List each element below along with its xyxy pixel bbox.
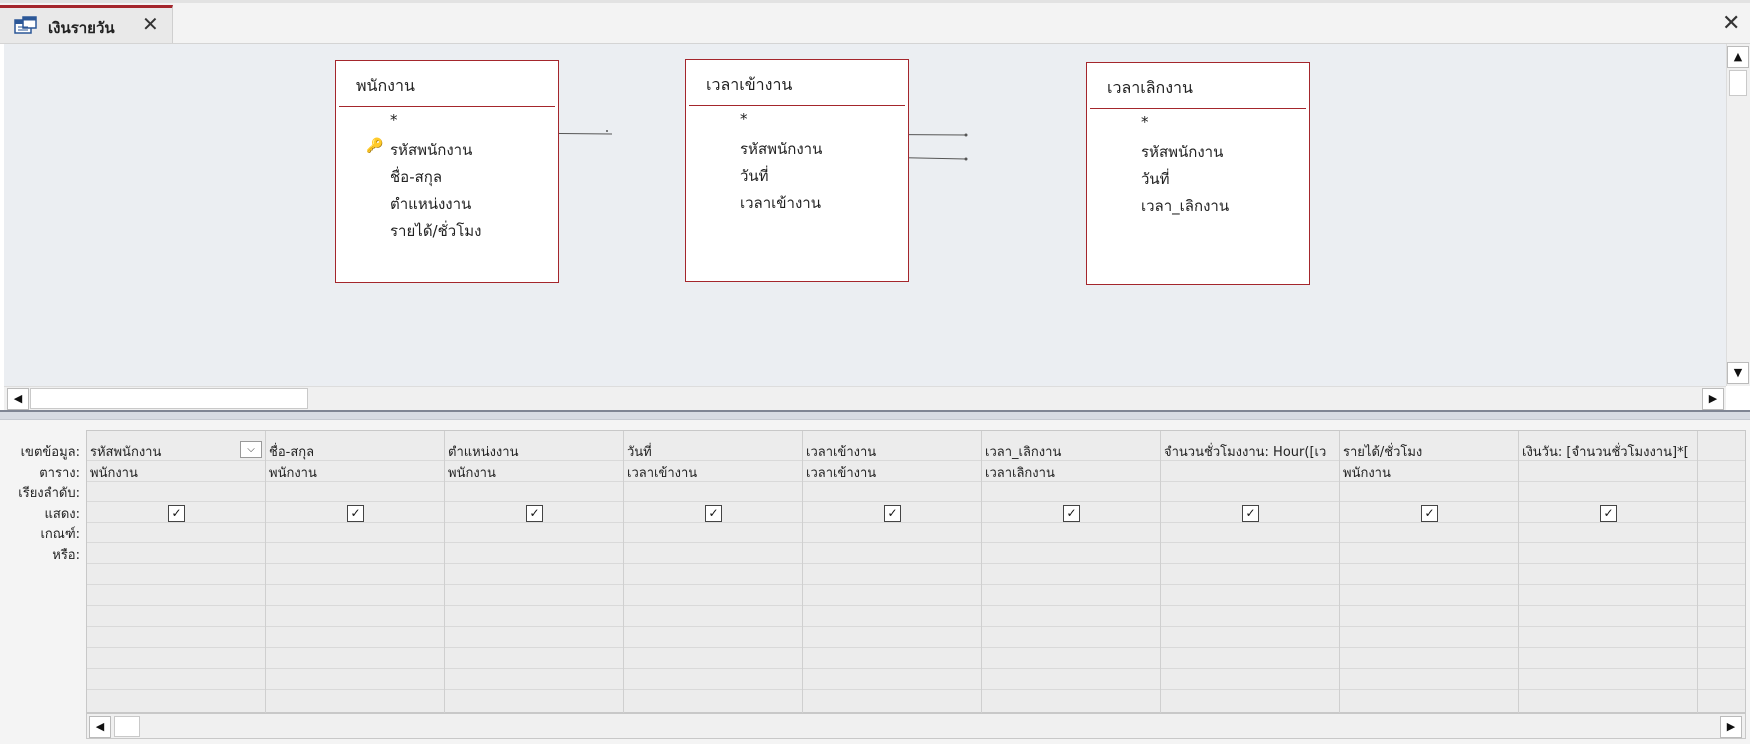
field-date[interactable]: วันที่ — [1141, 170, 1170, 188]
grid-column-line — [265, 431, 266, 713]
field-employee-id[interactable]: รหัสพนักงาน — [740, 140, 823, 158]
grid-table-cell[interactable]: พนักงาน — [269, 466, 317, 481]
row-label-table: ตาราง: — [39, 466, 80, 481]
grid-field-cell[interactable]: รายได้/ชั่วโมง — [1343, 445, 1423, 460]
row-label-show: แสดง: — [44, 507, 80, 522]
show-checkbox[interactable]: ✓ — [1600, 505, 1617, 522]
grid-column-line — [1697, 431, 1698, 713]
vertical-scroll-thumb[interactable] — [1729, 70, 1747, 96]
field-all[interactable]: * — [1141, 113, 1149, 131]
table-title: พนักงาน — [356, 76, 415, 95]
grid-row-line — [87, 626, 1745, 627]
grid-scroll-thumb[interactable] — [114, 716, 140, 737]
grid-column-line — [802, 431, 803, 713]
row-label-criteria: เกณฑ์: — [40, 527, 80, 542]
show-checkbox[interactable]: ✓ — [1063, 505, 1080, 522]
horizontal-scroll-thumb[interactable] — [30, 388, 308, 409]
field-all[interactable]: * — [390, 111, 398, 129]
grid-column-line — [444, 431, 445, 713]
grid-table-cell[interactable]: พนักงาน — [1343, 466, 1391, 481]
grid-row-line — [87, 460, 1745, 461]
scroll-up-icon[interactable]: ▲ — [1727, 46, 1749, 68]
grid-row-line — [87, 542, 1745, 543]
show-checkbox[interactable]: ✓ — [1421, 505, 1438, 522]
grid-row-line — [87, 501, 1745, 502]
show-checkbox[interactable]: ✓ — [168, 505, 185, 522]
grid-column-line — [1160, 431, 1161, 713]
row-label-sort: เรียงลำดับ: — [18, 486, 80, 501]
table-box-check-out[interactable]: เวลาเลิกงาน * รหัสพนักงาน วันที่ เวลา_เล… — [1086, 62, 1310, 285]
grid-column-line — [1518, 431, 1519, 713]
scroll-left-icon[interactable]: ◀ — [7, 388, 29, 410]
show-checkbox[interactable]: ✓ — [526, 505, 543, 522]
tab-query[interactable]: เงินรายวัน ✕ — [0, 5, 173, 43]
field-all[interactable]: * — [740, 110, 748, 128]
field-employee-id[interactable]: รหัสพนักงาน — [390, 141, 473, 159]
grid-table-cell[interactable]: เวลาเข้างาน — [627, 466, 698, 481]
scroll-left-icon[interactable]: ◀ — [89, 716, 111, 738]
grid-field-cell[interactable]: จำนวนชั่วโมงงาน: Hour([เว — [1164, 445, 1327, 460]
show-checkbox[interactable]: ✓ — [347, 505, 364, 522]
grid-table-cell[interactable]: พนักงาน — [90, 466, 138, 481]
table-divider — [689, 105, 905, 106]
row-label-field: เขตข้อมูล: — [20, 445, 80, 460]
chevron-down-icon[interactable]: ⌵ — [240, 441, 262, 458]
grid-row-line — [87, 584, 1745, 585]
query-icon — [14, 16, 37, 34]
grid-column-line — [981, 431, 982, 713]
grid-row-line — [87, 647, 1745, 648]
scroll-down-icon[interactable]: ▼ — [1727, 362, 1749, 384]
field-position[interactable]: ตำแหน่งงาน — [390, 195, 472, 213]
grid-row-line — [87, 481, 1745, 482]
grid-row-line — [87, 689, 1745, 690]
table-divider — [339, 106, 555, 107]
close-window-icon[interactable]: ✕ — [1722, 11, 1741, 36]
grid-field-cell[interactable]: เวลา_เลิกงาน — [985, 445, 1062, 460]
show-checkbox[interactable]: ✓ — [884, 505, 901, 522]
grid-table-cell[interactable]: เวลาเลิกงาน — [985, 466, 1055, 481]
table-box-check-in[interactable]: เวลาเข้างาน * รหัสพนักงาน วันที่ เวลาเข้… — [685, 59, 909, 282]
table-box-employee[interactable]: พนักงาน * 🔑 รหัสพนักงาน ชื่อ-สกุล ตำแหน่… — [335, 60, 559, 283]
table-divider — [1090, 108, 1306, 109]
grid-table-cell[interactable]: พนักงาน — [448, 466, 496, 481]
scroll-right-icon[interactable]: ▶ — [1702, 388, 1724, 410]
table-title: เวลาเข้างาน — [706, 75, 793, 94]
row-label-or: หรือ: — [52, 548, 80, 563]
document-tab-bar — [0, 0, 1750, 44]
primary-key-icon: 🔑 — [366, 138, 384, 154]
tab-title: เงินรายวัน — [48, 19, 115, 37]
query-grid[interactable] — [86, 430, 1746, 713]
scroll-right-icon[interactable]: ▶ — [1720, 716, 1742, 738]
grid-field-cell[interactable]: ชื่อ-สกุล — [269, 445, 315, 460]
vertical-scrollbar[interactable] — [1726, 44, 1750, 386]
field-hourly-income[interactable]: รายได้/ชั่วโมง — [390, 222, 482, 240]
field-full-name[interactable]: ชื่อ-สกุล — [390, 168, 443, 186]
grid-field-cell[interactable]: เงินวัน: [จำนวนชั่วโมงงาน]*[ — [1522, 445, 1689, 460]
pane-splitter[interactable] — [0, 410, 1750, 420]
grid-row-line — [87, 563, 1745, 564]
grid-table-cell[interactable]: เวลาเข้างาน — [806, 466, 877, 481]
grid-field-cell[interactable]: ตำแหน่งงาน — [448, 445, 519, 460]
grid-field-cell[interactable]: วันที่ — [627, 445, 652, 460]
grid-row-line — [87, 605, 1745, 606]
show-checkbox[interactable]: ✓ — [1242, 505, 1259, 522]
show-checkbox[interactable]: ✓ — [705, 505, 722, 522]
grid-row-line — [87, 668, 1745, 669]
grid-horizontal-scrollbar[interactable] — [86, 713, 1746, 739]
grid-column-line — [1339, 431, 1340, 713]
field-date[interactable]: วันที่ — [740, 167, 769, 185]
field-check-out-time[interactable]: เวลา_เลิกงาน — [1141, 197, 1230, 215]
grid-row-line — [87, 522, 1745, 523]
field-employee-id[interactable]: รหัสพนักงาน — [1141, 143, 1224, 161]
grid-field-cell[interactable]: เวลาเข้างาน — [806, 445, 877, 460]
table-title: เวลาเลิกงาน — [1107, 78, 1193, 97]
field-check-in-time[interactable]: เวลาเข้างาน — [740, 194, 821, 212]
grid-column-line — [623, 431, 624, 713]
close-tab-icon[interactable]: ✕ — [142, 12, 159, 36]
grid-field-cell[interactable]: รหัสพนักงาน — [90, 445, 162, 460]
